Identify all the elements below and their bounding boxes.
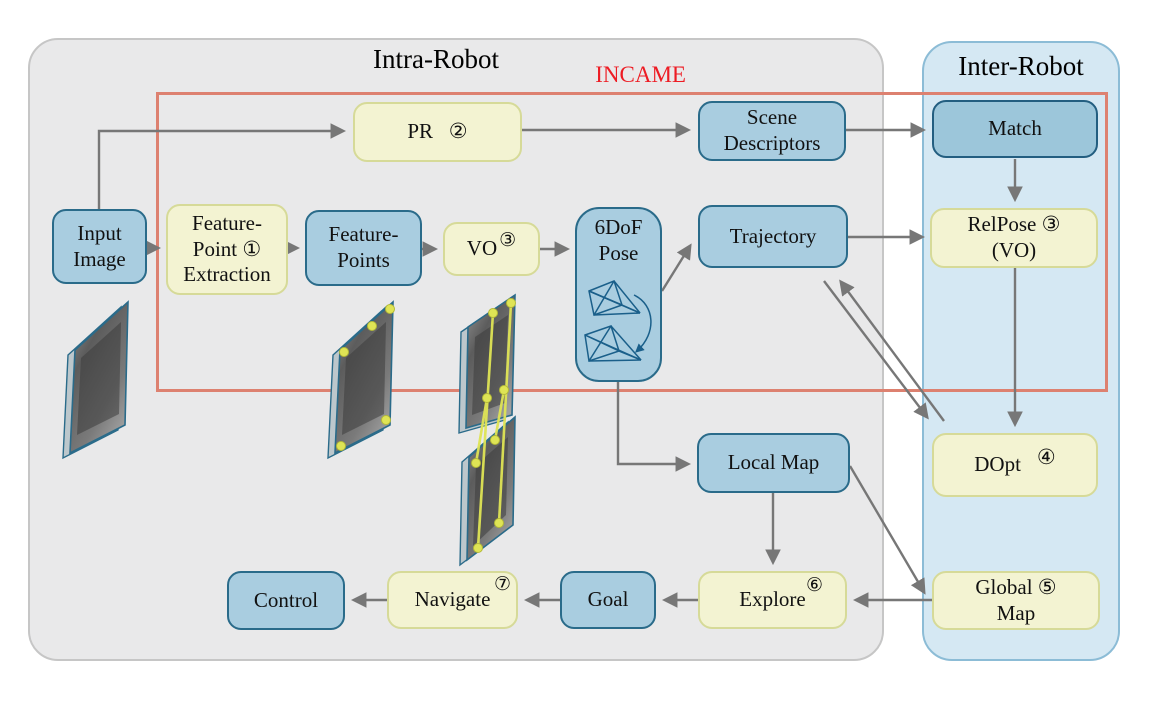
node-goal: Goal — [560, 571, 656, 629]
inter-robot-title: Inter-Robot — [958, 51, 1084, 81]
node-navigate-label: Navigate — [414, 587, 491, 612]
node-scene-descriptors: Scene Descriptors — [698, 101, 846, 161]
node-local-map: Local Map — [697, 433, 850, 493]
node-input-image: Input Image — [52, 209, 147, 284]
node-feature-points-label: Feature- Points — [328, 222, 399, 272]
node-match: Match — [932, 100, 1098, 158]
node-6dof-pose-label: 6DoF Pose — [594, 215, 643, 265]
node-feature-points: Feature- Points — [305, 210, 422, 286]
node-input-image-label: Input Image — [73, 220, 126, 271]
node-dopt: DOpt ④ — [932, 433, 1098, 497]
pose-frustum-icon — [584, 280, 652, 362]
node-relpose-label: RelPose ③ (VO) — [967, 212, 1061, 262]
node-control-label: Control — [253, 587, 319, 612]
node-feature-point-extraction: Feature- Point ① Extraction — [166, 204, 288, 295]
node-explore: Explore ⑥ — [698, 571, 847, 629]
node-global-map-label: Global ⑤ Map — [975, 574, 1057, 625]
node-dopt-label: DOpt — [974, 452, 1021, 477]
node-dopt-step-badge: ④ — [1036, 444, 1056, 469]
node-trajectory-label: Trajectory — [729, 223, 817, 248]
node-feature-point-extraction-label: Feature- Point ① Extraction — [183, 211, 271, 287]
node-explore-step-badge: ⑥ — [805, 575, 823, 596]
node-vo-step-badge: ③ — [499, 229, 517, 251]
node-pr-label: PR ② — [407, 119, 468, 144]
node-relpose: RelPose ③ (VO) — [930, 208, 1098, 268]
node-trajectory: Trajectory — [698, 205, 848, 268]
node-vo-label: VO — [466, 236, 498, 261]
incame-label: INCAME — [595, 62, 686, 87]
node-goal-label: Goal — [587, 587, 629, 612]
node-local-map-label: Local Map — [727, 450, 820, 475]
node-6dof-pose: 6DoF Pose — [575, 207, 662, 382]
node-explore-label: Explore — [739, 587, 806, 612]
node-scene-descriptors-label: Scene Descriptors — [723, 105, 821, 155]
node-match-label: Match — [988, 116, 1042, 141]
intra-robot-title: Intra-Robot — [373, 44, 499, 74]
node-control: Control — [227, 571, 345, 630]
node-navigate-step-badge: ⑦ — [493, 574, 511, 595]
node-navigate: Navigate ⑦ — [387, 571, 518, 629]
node-global-map: Global ⑤ Map — [932, 571, 1100, 630]
node-pr: PR ② — [353, 102, 522, 162]
